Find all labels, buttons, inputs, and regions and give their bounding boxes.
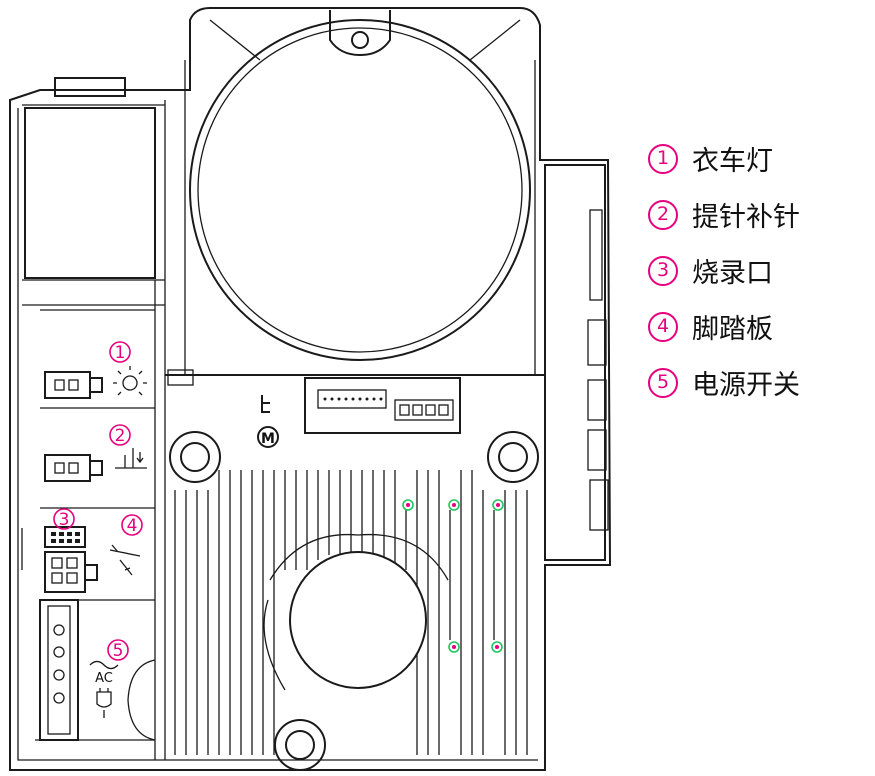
legend-num: 3 xyxy=(648,255,678,286)
mounting-tab xyxy=(209,10,521,61)
legend-item-power: 5 电源开关 xyxy=(648,362,870,403)
svg-text:1: 1 xyxy=(115,343,126,363)
svg-text:4: 4 xyxy=(127,516,138,536)
side-connector-strip xyxy=(544,164,609,561)
motor-connector-block xyxy=(304,377,461,434)
power-icon: AC xyxy=(89,660,119,718)
legend-num: 4 xyxy=(648,311,678,342)
connector-power: AC 5 xyxy=(35,599,156,741)
rocker-switch-block xyxy=(24,77,156,279)
housing-outline xyxy=(9,7,612,771)
screw-holes xyxy=(402,499,504,653)
cover-circle xyxy=(165,19,545,386)
connector-burn-pedal: 3 4 xyxy=(21,508,155,601)
pedal-icon xyxy=(109,544,141,576)
lamp-icon xyxy=(113,366,147,396)
legend-label: 衣车灯 xyxy=(692,146,773,177)
motor-mark: M xyxy=(257,395,279,448)
legend-label: 烧录口 xyxy=(692,258,773,289)
legend-num: 1 xyxy=(648,143,678,174)
legend-item-needle: 2 提针补针 xyxy=(648,194,870,235)
legend-num: 2 xyxy=(648,199,678,230)
screw-bosses xyxy=(169,431,539,771)
callout-legend: 1 衣车灯 2 提针补针 3 烧录口 4 脚踏板 5 电源开关 xyxy=(648,138,870,418)
legend-item-pedal: 4 脚踏板 xyxy=(648,306,870,347)
legend-label: 提针补针 xyxy=(692,202,800,233)
svg-text:5: 5 xyxy=(113,641,124,661)
svg-text:3: 3 xyxy=(59,510,70,530)
legend-num: 5 xyxy=(648,367,678,398)
needle-icon xyxy=(115,448,147,469)
connector-lamp: 1 xyxy=(40,309,155,409)
legend-label: 脚踏板 xyxy=(692,314,773,345)
connector-needle: 2 xyxy=(40,424,155,509)
motor-label: M xyxy=(261,431,275,447)
legend-label: 电源开关 xyxy=(692,370,800,401)
ac-label: AC xyxy=(95,671,113,686)
legend-item-lamp: 1 衣车灯 xyxy=(648,138,870,179)
svg-text:2: 2 xyxy=(115,426,126,446)
legend-item-burn-port: 3 烧录口 xyxy=(648,250,870,291)
central-boss xyxy=(263,533,449,691)
